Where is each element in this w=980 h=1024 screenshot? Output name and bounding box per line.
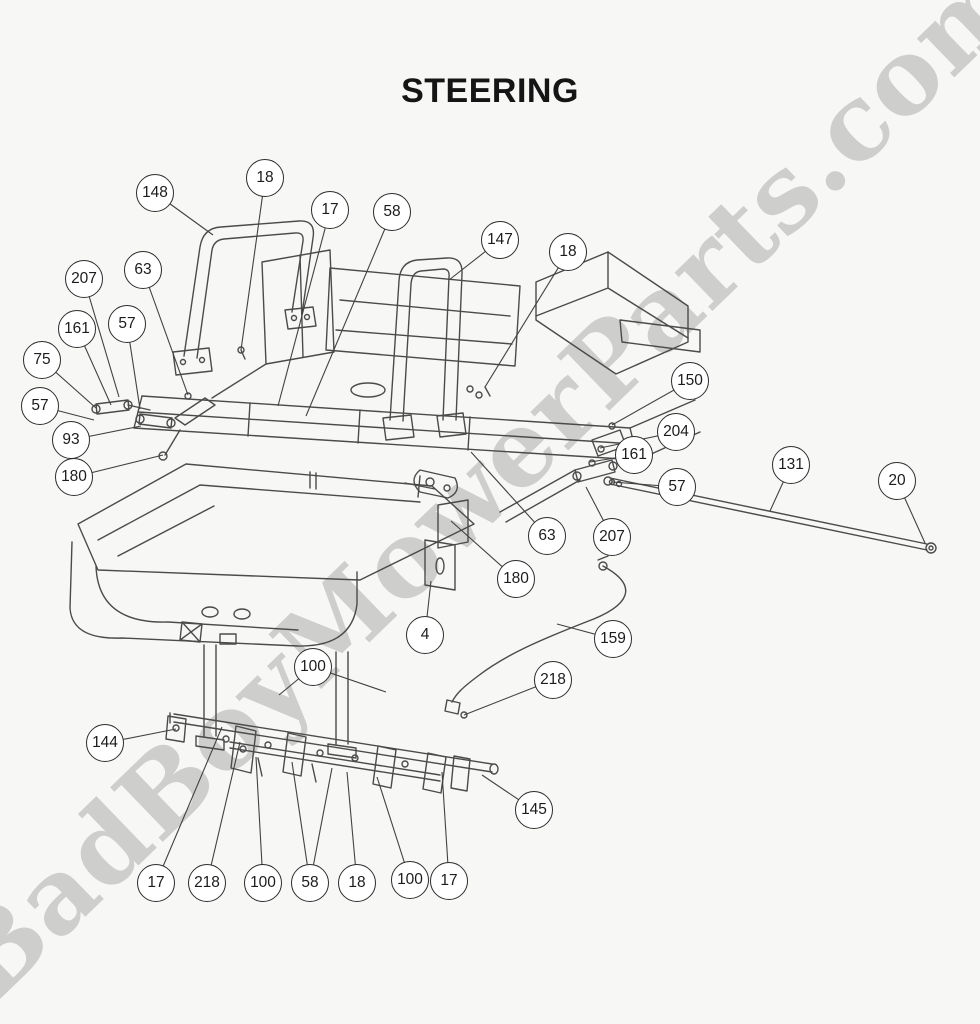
callout-100: 100	[244, 864, 282, 902]
callout-207: 207	[65, 260, 103, 298]
callout-100: 100	[391, 861, 429, 899]
callout-17: 17	[137, 864, 175, 902]
callout-75: 75	[23, 341, 61, 379]
callout-207: 207	[593, 518, 631, 556]
callout-161: 161	[615, 436, 653, 474]
callout-18: 18	[246, 159, 284, 197]
callout-20: 20	[878, 462, 916, 500]
callout-17: 17	[430, 862, 468, 900]
callout-204: 204	[657, 413, 695, 451]
callout-147: 147	[481, 221, 519, 259]
callout-144: 144	[86, 724, 124, 762]
callout-17: 17	[311, 191, 349, 229]
callout-150: 150	[671, 362, 709, 400]
callout-18: 18	[338, 864, 376, 902]
callout-218: 218	[534, 661, 572, 699]
steering-exploded-diagram	[39, 177, 937, 884]
callout-148: 148	[136, 174, 174, 212]
callout-57: 57	[108, 305, 146, 343]
callout-58: 58	[291, 864, 329, 902]
callout-58: 58	[373, 193, 411, 231]
leader-lines	[39, 177, 926, 884]
callout-131: 131	[772, 446, 810, 484]
callout-4: 4	[406, 616, 444, 654]
callout-93: 93	[52, 421, 90, 459]
callout-145: 145	[515, 791, 553, 829]
callout-161: 161	[58, 310, 96, 348]
callout-100: 100	[294, 648, 332, 686]
callout-18: 18	[549, 233, 587, 271]
page-title: STEERING	[401, 72, 579, 110]
callout-63: 63	[528, 517, 566, 555]
callout-57: 57	[21, 387, 59, 425]
callout-180: 180	[55, 458, 93, 496]
callout-57: 57	[658, 468, 696, 506]
callout-218: 218	[188, 864, 226, 902]
callout-180: 180	[497, 560, 535, 598]
callout-63: 63	[124, 251, 162, 289]
callout-159: 159	[594, 620, 632, 658]
